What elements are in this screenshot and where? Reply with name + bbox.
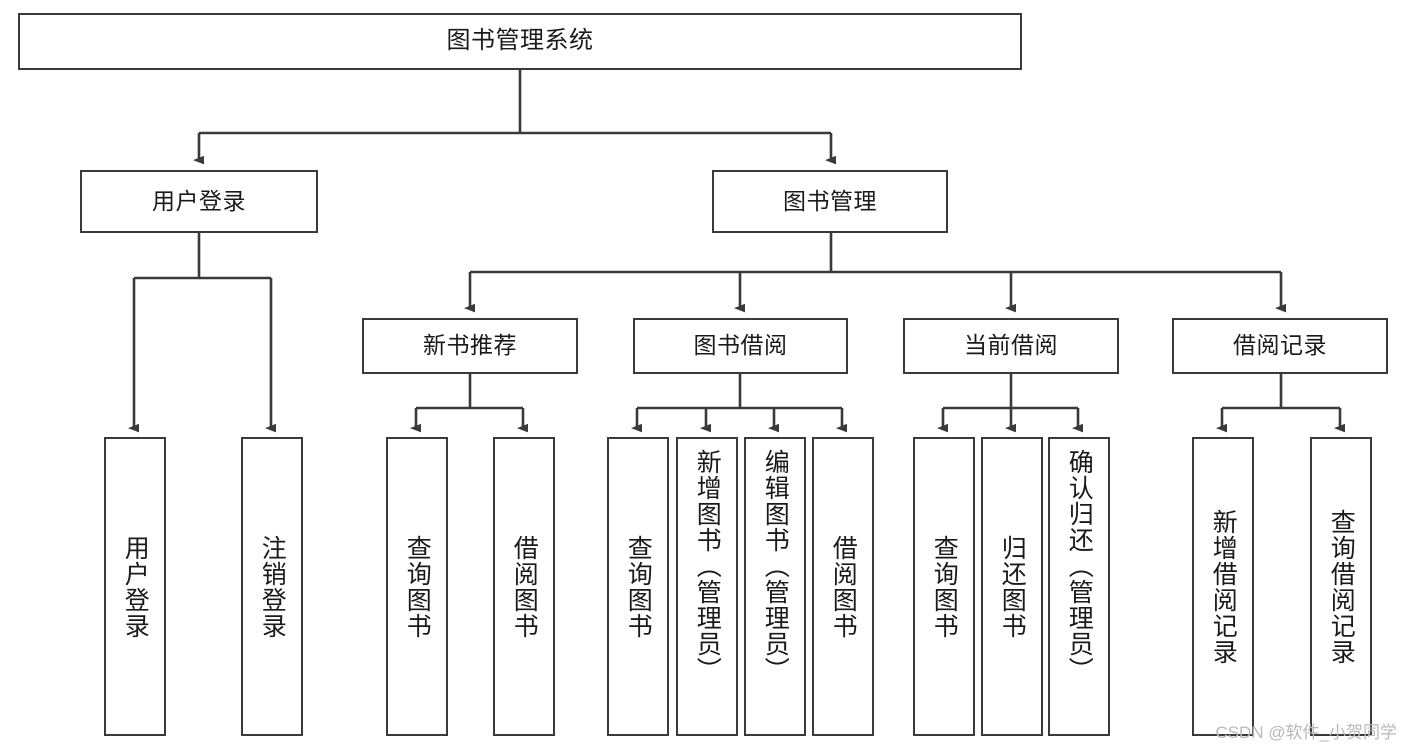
node-label: 当前借阅 (964, 332, 1058, 359)
node-label: 确认归还（管理员） (1065, 449, 1094, 683)
node-label: 用户登录 (152, 187, 246, 214)
leaf-return-books[interactable]: 归还图书 (981, 437, 1043, 736)
node-label: 新增借阅记录 (1209, 508, 1238, 665)
node-user-login[interactable]: 用户登录 (80, 170, 318, 233)
leaf-confirm-return-admin[interactable]: 确认归还（管理员） (1048, 437, 1110, 736)
leaf-user-login[interactable]: 用户登录 (104, 437, 166, 736)
node-label: 借阅图书 (829, 534, 858, 639)
node-label: 查询图书 (930, 534, 959, 639)
node-label: 编辑图书（管理员） (761, 449, 790, 683)
node-label: 查询图书 (403, 534, 432, 639)
leaf-borrow-books-new[interactable]: 借阅图书 (493, 437, 555, 736)
node-label: 借阅记录 (1233, 332, 1327, 359)
node-label: 注销登录 (258, 534, 287, 639)
leaf-query-books-borrow[interactable]: 查询图书 (607, 437, 669, 736)
leaf-borrow-books[interactable]: 借阅图书 (812, 437, 874, 736)
leaf-logout[interactable]: 注销登录 (241, 437, 303, 736)
leaf-add-book-admin[interactable]: 新增图书（管理员） (676, 437, 738, 736)
node-book-management[interactable]: 图书管理 (712, 170, 948, 233)
node-borrow-records[interactable]: 借阅记录 (1172, 318, 1388, 374)
node-label: 查询借阅记录 (1327, 508, 1356, 665)
node-label: 用户登录 (121, 534, 150, 639)
leaf-edit-book-admin[interactable]: 编辑图书（管理员） (744, 437, 806, 736)
node-label: 图书管理 (783, 187, 877, 214)
node-label: 图书管理系统 (446, 27, 594, 55)
leaf-query-borrow-record[interactable]: 查询借阅记录 (1310, 437, 1372, 736)
watermark: CSDN @软件_小贺同学 (1215, 723, 1397, 742)
node-label: 借阅图书 (510, 534, 539, 639)
node-current-borrowing[interactable]: 当前借阅 (903, 318, 1119, 374)
node-label: 新书推荐 (423, 332, 517, 359)
node-label: 新增图书（管理员） (693, 449, 722, 683)
leaf-query-books-new[interactable]: 查询图书 (386, 437, 448, 736)
node-new-book-recommendation[interactable]: 新书推荐 (362, 318, 578, 374)
node-label: 图书借阅 (693, 332, 788, 359)
node-root-book-management-system[interactable]: 图书管理系统 (18, 13, 1022, 70)
node-label: 查询图书 (624, 534, 653, 639)
node-book-borrowing[interactable]: 图书借阅 (633, 318, 848, 374)
leaf-query-books-current[interactable]: 查询图书 (913, 437, 975, 736)
node-label: 归还图书 (998, 534, 1027, 639)
leaf-add-borrow-record[interactable]: 新增借阅记录 (1192, 437, 1254, 736)
